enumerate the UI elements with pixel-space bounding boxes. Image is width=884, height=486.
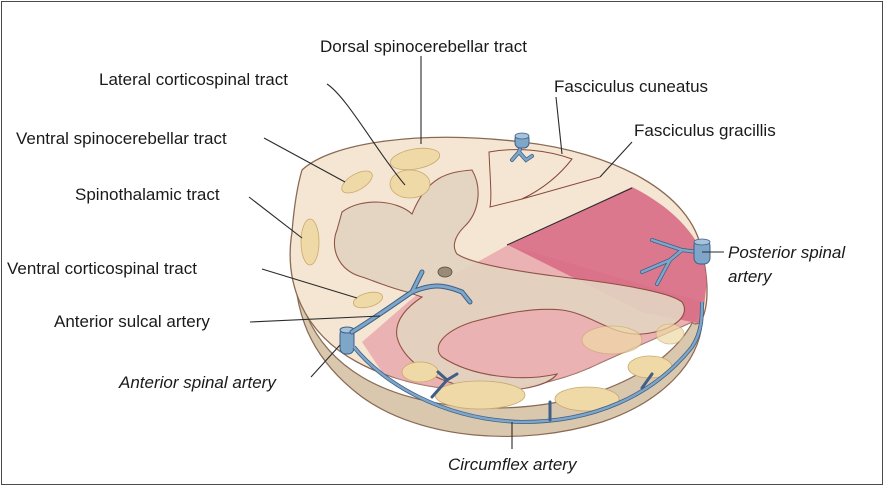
central-canal	[438, 267, 452, 277]
label-ventral-corticospinal-tract: Ventral corticospinal tract	[7, 259, 197, 278]
lower-right-tract	[656, 324, 684, 344]
side-tract-1	[435, 381, 525, 409]
label-fasciculus-gracillis: Fasciculus gracillis	[634, 121, 776, 140]
spinothalamic-tract-region	[301, 219, 319, 265]
label-fasciculus-cuneatus: Fasciculus cuneatus	[554, 77, 708, 96]
label-posterior-spinal-artery-line1: Posterior spinal	[728, 243, 846, 262]
label-anterior-spinal-artery: Anterior spinal artery	[118, 373, 277, 392]
label-dorsal-spinocerebellar-tract: Dorsal spinocerebellar tract	[320, 37, 527, 56]
label-spinothalamic-tract: Spinothalamic tract	[75, 185, 220, 204]
label-circumflex-artery: Circumflex artery	[448, 455, 578, 474]
label-posterior-spinal-artery-line2: artery	[728, 267, 773, 286]
lower-tract-1	[402, 362, 438, 382]
leader-fasciculus-cuneatus	[556, 97, 562, 154]
label-ventral-spinocerebellar-tract: Ventral spinocerebellar tract	[16, 129, 227, 148]
label-lateral-corticospinal-tract: Lateral corticospinal tract	[99, 70, 288, 89]
posterior-right-tract	[582, 326, 642, 354]
label-anterior-sulcal-artery: Anterior sulcal artery	[54, 312, 210, 331]
